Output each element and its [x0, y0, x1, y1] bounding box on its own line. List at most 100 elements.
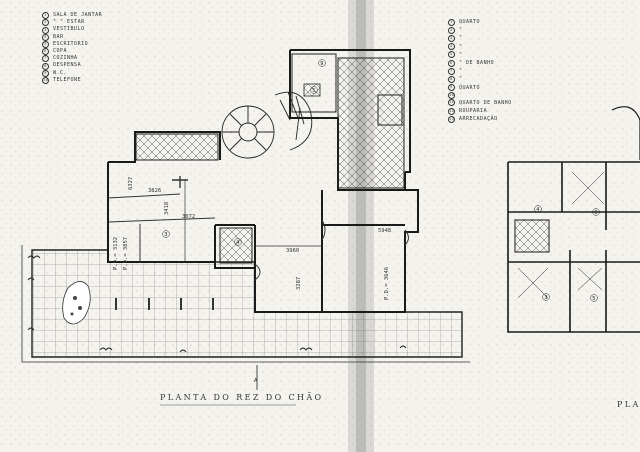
legend-row: 1 QUARTO: [448, 18, 512, 26]
dimension-v2: P.D.= 3857: [123, 237, 129, 270]
legend-number: 9: [448, 84, 455, 92]
legend-row: 1 SALA DE JANTAR: [42, 12, 103, 20]
legend-label: SALA DE JANTAR: [53, 12, 103, 18]
legend-label: ": [459, 76, 463, 83]
legend-number: 11: [448, 99, 455, 107]
legend-row: 12 ROUPARIA: [448, 107, 512, 115]
dimension-d3: 5948: [378, 228, 391, 234]
legend-number: 2: [42, 19, 49, 27]
legend-number: 1: [42, 12, 49, 20]
terrace: [21, 245, 470, 363]
room-number-main-1: 3: [164, 232, 167, 238]
dimension-d4: 3960: [286, 248, 299, 254]
dimension-v3: P.D.= 3646: [384, 267, 390, 300]
planter-left: [62, 281, 91, 325]
legend-number: 10: [448, 91, 455, 99]
legend-number: 10: [42, 76, 49, 84]
legend-row: 10 TELEFONE: [42, 77, 102, 84]
legend-number: 4: [448, 43, 455, 51]
legend-label: ": [459, 68, 463, 75]
legend-row: 2 " " ESTAR: [42, 19, 102, 27]
legend-label: VESTIBULO: [53, 26, 85, 33]
legend-row: 2": [448, 26, 512, 34]
legend-number: 4: [42, 33, 49, 41]
legend-number: 3: [42, 26, 49, 34]
legend-row: 8": [448, 75, 512, 84]
dimension-v1: P.D.= 3132: [113, 237, 119, 270]
legend-row: 5": [448, 51, 512, 59]
legend-label: ": [459, 27, 463, 34]
legend-label: COZINHA: [53, 55, 78, 62]
legend-row: 5 ESCRITORIO: [42, 41, 102, 48]
legend-number: 6: [448, 59, 455, 67]
legend-row: 11 QUARTO DE BANHO: [448, 99, 512, 107]
room-numbers: 3 4 5 9 4 3 5 6: [162, 59, 600, 302]
legend-number: 1: [448, 18, 455, 26]
room-number-main-3: 5: [312, 88, 315, 94]
legend-label: ESCRITORIO: [53, 40, 89, 47]
legend-number: 13: [448, 115, 455, 123]
legend-row: 4 BAR: [42, 34, 102, 41]
legend-row: 9 W.C.: [42, 70, 102, 77]
legend-number: 8: [448, 76, 455, 84]
spiral-staircase: [221, 91, 313, 159]
room-number-side-4: 6: [594, 210, 597, 216]
legend-label: ARRECADAÇÃO: [459, 116, 498, 123]
legend-row: 10: [448, 91, 512, 99]
legend-label: DESPENSA: [53, 62, 82, 69]
legend-row: 3": [448, 34, 512, 42]
legend-number: 5: [42, 40, 49, 48]
legend-label: " " ESTAR: [53, 19, 85, 26]
legend-row: 6 " DE BANHO: [448, 59, 512, 67]
legend-number: 7: [448, 67, 455, 75]
legend-row: 9 QUARTO: [448, 84, 512, 92]
legend-label: QUARTO: [459, 84, 481, 91]
legend-label: ": [459, 51, 463, 58]
legend-label: " DE BANHO: [459, 60, 495, 67]
upper-floor-fragment: [507, 106, 640, 333]
legend-number: 5: [448, 51, 455, 59]
room-number-side-2: 3: [544, 295, 547, 301]
section-mark-a: A: [254, 378, 258, 384]
room-number-side-3: 5: [592, 296, 595, 302]
plan-title-ground-floor: PLANTA DO REZ DO CHÃO: [160, 393, 324, 402]
legend-row: 4": [448, 43, 512, 51]
dimension-v5: 3418: [164, 202, 170, 215]
legend-row: 13 ARRECADAÇÃO: [448, 115, 512, 123]
legend-number: 8: [42, 62, 49, 70]
legend-label: BAR: [53, 33, 64, 40]
plan-title-upper-floor: PLAN: [617, 400, 640, 409]
legend-label: QUARTO: [459, 19, 481, 25]
legend-label: W.C.: [53, 69, 68, 76]
dimension-v6: 3287: [296, 277, 302, 290]
dimension-v4: 6327: [128, 177, 134, 190]
legend-row: 8 DESPENSA: [42, 62, 102, 70]
legend-label: ROUPARIA: [459, 108, 488, 115]
room-number-main-2: 4: [236, 240, 239, 246]
legend-label: TELEFONE: [53, 76, 82, 83]
legend-number: 7: [42, 55, 49, 63]
legend-label: COPA: [53, 48, 68, 55]
legend-row: 7": [448, 67, 512, 75]
interior-partitions: [107, 176, 409, 281]
legend-row: 6 COPA: [42, 48, 102, 56]
legend-number: 3: [448, 35, 455, 42]
legend-row: 3 VESTIBULO: [42, 26, 102, 34]
legend-label: QUARTO DE BANHO: [459, 99, 512, 106]
legend-number: 9: [42, 69, 49, 77]
legend-label: ": [459, 35, 463, 42]
dimension-d1: 3826: [148, 188, 161, 194]
room-number-side-1: 4: [536, 207, 539, 213]
dimension-d2: 3072: [182, 214, 195, 220]
room-number-main-4: 9: [320, 61, 323, 67]
legend-number: 6: [42, 48, 49, 56]
legend-number: 2: [448, 26, 455, 34]
service-rooms: [135, 53, 405, 264]
legend-label: ": [459, 43, 463, 50]
legend-number: 12: [448, 107, 455, 115]
legend-row: 7 COZINHA: [42, 55, 102, 63]
